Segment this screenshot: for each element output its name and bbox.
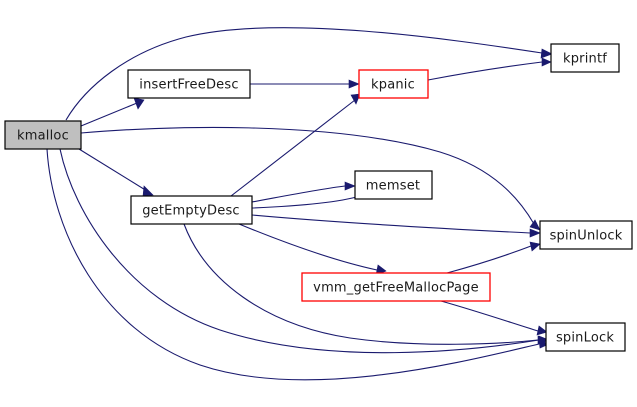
edge-getemptydesc-to-memset [251, 181, 356, 203]
node-spinunlock[interactable]: spinUnlock [539, 220, 633, 250]
edge-getemptydesc-to-vmmgetfreemallocpage [238, 223, 387, 276]
edge-getemptydesc-to-spinunlock [251, 214, 541, 238]
node-vmmgetfreemallocpage[interactable]: vmm_getFreeMallocPage [301, 272, 491, 302]
node-insertfreedesc-label: insertFreeDesc [139, 78, 238, 93]
edge-kmalloc-to-spinunlock [80, 126, 541, 231]
node-getemptydesc[interactable]: getEmptyDesc [130, 195, 253, 225]
node-kpanic-label: kpanic [371, 78, 415, 93]
node-spinunlock-label: spinUnlock [550, 229, 623, 244]
edge-vmmgetfreemallocpage-to-spinunlock [446, 241, 541, 274]
edge-vmmgetfreemallocpage-to-spinlock [440, 300, 548, 336]
node-kmalloc-label: kmalloc [17, 129, 69, 144]
edge-kmalloc-to-kprintf [65, 27, 553, 121]
edge-getemptydesc-upper-branch [251, 195, 361, 209]
node-layer: kmalloc insertFreeDesc kpanic kprintf ge… [4, 43, 633, 352]
node-kprintf[interactable]: kprintf [550, 43, 620, 73]
edge-kmalloc-to-getemptydesc [78, 148, 154, 197]
edge-layer [46, 27, 553, 381]
edge-kmalloc-to-spinlock-upper [59, 148, 550, 354]
edge-kmalloc-to-insertfreedesc [80, 97, 145, 127]
edge-kpanic-to-kprintf [427, 57, 552, 81]
node-kpanic[interactable]: kpanic [358, 69, 429, 99]
node-kmalloc[interactable]: kmalloc [4, 120, 82, 150]
node-spinlock[interactable]: spinLock [545, 322, 626, 352]
node-getemptydesc-label: getEmptyDesc [142, 204, 240, 219]
edge-getemptydesc-to-kpanic [230, 93, 361, 197]
node-insertfreedesc[interactable]: insertFreeDesc [127, 69, 251, 99]
edge-kmalloc-to-spinlock-lower [46, 148, 550, 381]
node-spinlock-label: spinLock [556, 331, 614, 346]
node-memset[interactable]: memset [354, 170, 433, 200]
edge-insertfreedesc-to-kpanic [250, 79, 360, 89]
node-vmmgetfreemallocpage-label: vmm_getFreeMallocPage [313, 281, 479, 296]
node-memset-label: memset [366, 179, 420, 194]
edge-getemptydesc-to-spinlock [183, 223, 549, 345]
node-kprintf-label: kprintf [563, 52, 607, 67]
